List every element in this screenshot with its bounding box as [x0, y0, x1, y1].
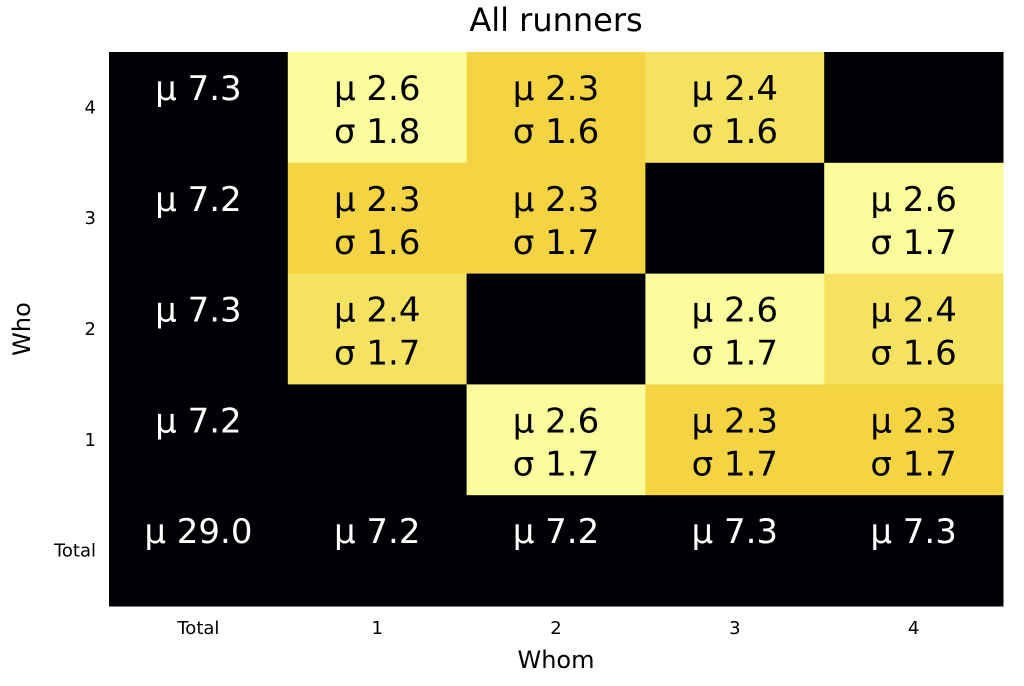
cell-mean-label: μ 2.4 [692, 69, 779, 109]
heatmap-cell [287, 162, 468, 275]
cell-mean-label: μ 29.0 [144, 512, 252, 552]
y-tick-label: 3 [85, 208, 96, 229]
cell-mean-label: μ 2.3 [692, 401, 779, 441]
heatmap-cell [824, 273, 1004, 385]
heatmap-cell [109, 162, 289, 275]
heatmap-cell [645, 273, 825, 385]
cell-mean-label: μ 2.6 [334, 69, 421, 109]
cell-mean-label: μ 7.2 [155, 180, 242, 220]
x-tick-label: Total [176, 618, 219, 639]
cell-std-label: σ 1.7 [513, 223, 599, 263]
heatmap-cell [466, 52, 646, 164]
cell-std-label: σ 1.6 [513, 112, 599, 152]
cell-std-label: σ 1.7 [870, 444, 956, 484]
heatmap-cell [287, 495, 468, 607]
cell-mean-label: μ 2.3 [513, 180, 600, 220]
cell-mean-label: μ 2.6 [692, 291, 779, 331]
heatmap-cell [287, 384, 468, 496]
cell-mean-label: μ 7.2 [334, 512, 421, 552]
cell-mean-label: μ 7.3 [155, 291, 242, 331]
cell-mean-label: μ 2.4 [334, 291, 421, 331]
cell-mean-label: μ 2.6 [870, 180, 957, 220]
x-tick-label: 1 [371, 618, 382, 639]
cell-mean-label: μ 2.6 [513, 401, 600, 441]
cell-mean-label: μ 2.3 [513, 69, 600, 109]
heatmap-cell [645, 495, 825, 607]
cell-mean-label: μ 7.2 [513, 512, 600, 552]
heatmap-cell [109, 52, 289, 164]
cell-std-label: σ 1.6 [870, 334, 956, 374]
heatmap-cell [824, 52, 1004, 164]
cell-std-label: σ 1.7 [513, 444, 599, 484]
cell-std-label: σ 1.7 [870, 223, 956, 263]
heatmap-cell [824, 162, 1004, 275]
x-axis-label: Whom [517, 646, 594, 674]
y-tick-label: 4 [85, 97, 96, 118]
cell-mean-label: μ 7.3 [155, 69, 242, 109]
heatmap-cell [645, 384, 825, 496]
cell-std-label: σ 1.8 [334, 112, 420, 152]
heatmap-cell [645, 52, 825, 164]
heatmap-cell [645, 162, 825, 275]
y-tick-label: 1 [85, 430, 96, 451]
cell-std-label: σ 1.7 [334, 334, 420, 374]
heatmap-cell [466, 273, 646, 385]
y-tick-label: 2 [85, 319, 96, 340]
y-tick-label: Total [53, 541, 96, 562]
cell-mean-label: μ 7.3 [870, 512, 957, 552]
x-tick-label: 3 [729, 618, 740, 639]
cell-std-label: σ 1.7 [692, 334, 778, 374]
heatmap-cell [109, 273, 289, 385]
y-axis-label: Who [8, 302, 36, 356]
chart-title: All runners [469, 1, 642, 39]
heatmap-cell [466, 384, 646, 496]
cell-mean-label: μ 2.3 [334, 180, 421, 220]
heatmap-cell [466, 495, 646, 607]
heatmap-cell [466, 162, 646, 275]
heatmap-cell [109, 384, 289, 496]
heatmap-cell [824, 495, 1004, 607]
cell-mean-label: μ 2.3 [870, 401, 957, 441]
cell-mean-label: μ 7.2 [155, 401, 242, 441]
x-tick-label: 4 [908, 618, 919, 639]
cell-mean-label: μ 7.3 [692, 512, 779, 552]
heatmap-cell [287, 52, 468, 164]
cell-mean-label: μ 2.4 [870, 291, 957, 331]
heatmap-cell [109, 495, 289, 607]
cell-std-label: σ 1.6 [334, 223, 420, 263]
heatmap-cell [287, 273, 468, 385]
heatmap-cell [824, 384, 1004, 496]
cell-std-label: σ 1.6 [692, 112, 778, 152]
cell-std-label: σ 1.7 [692, 444, 778, 484]
x-tick-label: 2 [550, 618, 561, 639]
